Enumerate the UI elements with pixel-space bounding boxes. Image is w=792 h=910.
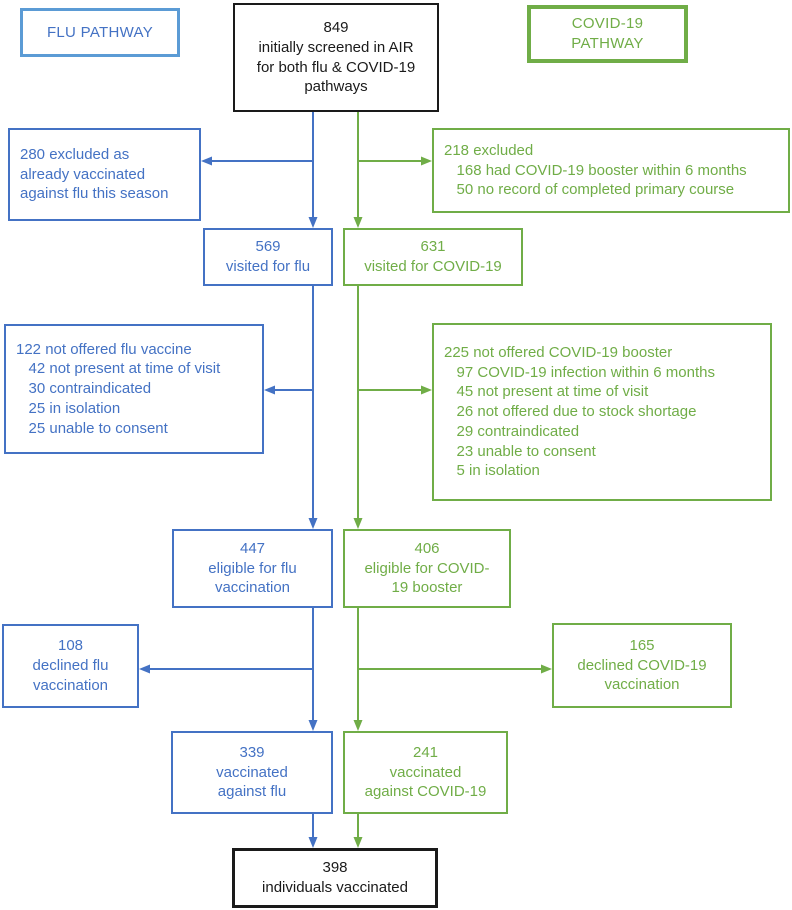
box-flu-eligible: 447 eligible for flu vaccination — [172, 529, 333, 608]
box-covid-excluded-text: 218 excluded 168 had COVID-19 booster wi… — [444, 141, 747, 199]
box-flu-declined-text: 108 declined flu vaccination — [32, 637, 109, 694]
box-flu-eligible-text: 447 eligible for flu vaccination — [208, 539, 297, 597]
box-covid-not-offered: 225 not offered COVID-19 booster 97 COVI… — [432, 323, 772, 501]
box-flu-vaccinated-text: 339 vaccinated against flu — [216, 743, 288, 801]
box-covid-eligible: 406 eligible for COVID- 19 booster — [343, 529, 511, 608]
box-covid-not-offered-text: 225 not offered COVID-19 booster 97 COVI… — [444, 343, 715, 480]
box-flu-not-offered: 122 not offered flu vaccine 42 not prese… — [4, 324, 264, 454]
legend-flu-pathway-text: FLU PATHWAY — [46, 23, 154, 41]
box-covid-declined: 165 declined COVID-19 vaccination — [552, 623, 732, 708]
box-screened: 849 initially screened in AIR for both f… — [233, 3, 439, 112]
box-covid-eligible-text: 406 eligible for COVID- 19 booster — [364, 539, 490, 597]
box-flu-not-offered-text: 122 not offered flu vaccine 42 not prese… — [16, 340, 221, 437]
box-covid-vaccinated-text: 241 vaccinated against COVID-19 — [364, 743, 487, 801]
box-covid-declined-text: 165 declined COVID-19 vaccination — [577, 636, 707, 694]
box-flu-visited: 569 visited for flu — [203, 228, 333, 286]
box-flu-excluded-text: 280 excluded as already vaccinated again… — [20, 145, 169, 203]
box-screened-text: 849 initially screened in AIR for both f… — [256, 18, 416, 96]
box-flu-excluded: 280 excluded as already vaccinated again… — [8, 128, 201, 221]
box-total-vaccinated: 398 individuals vaccinated — [232, 848, 438, 908]
box-covid-excluded: 218 excluded 168 had COVID-19 booster wi… — [432, 128, 790, 213]
box-covid-visited-text: 631 visited for COVID-19 — [364, 238, 502, 275]
legend-covid-pathway: COVID-19 PATHWAY — [527, 5, 688, 63]
box-flu-declined: 108 declined flu vaccination — [2, 624, 139, 708]
box-covid-visited: 631 visited for COVID-19 — [343, 228, 523, 286]
legend-covid-pathway-text: COVID-19 PATHWAY — [571, 15, 644, 52]
box-flu-visited-text: 569 visited for flu — [225, 238, 311, 275]
box-total-vaccinated-text: 398 individuals vaccinated — [262, 859, 408, 896]
legend-flu-pathway: FLU PATHWAY — [20, 8, 180, 57]
box-flu-vaccinated: 339 vaccinated against flu — [171, 731, 333, 814]
box-covid-vaccinated: 241 vaccinated against COVID-19 — [343, 731, 508, 814]
